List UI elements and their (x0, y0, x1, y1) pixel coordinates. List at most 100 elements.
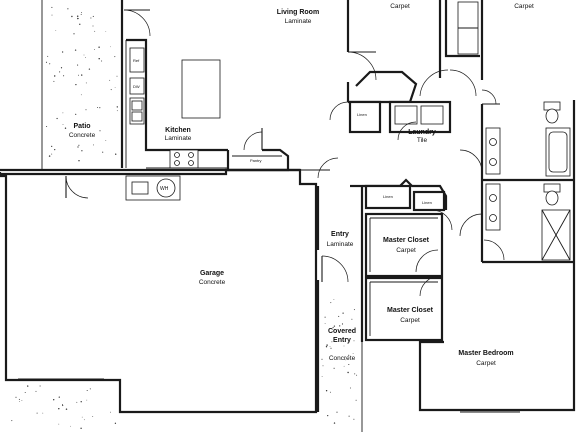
concrete-speck (59, 71, 61, 73)
concrete-speck (74, 49, 77, 51)
covered-entry-material: Concrete (329, 355, 356, 362)
concrete-speck (92, 416, 94, 417)
concrete-speck (62, 124, 64, 125)
washer (394, 105, 418, 125)
master-bedroom-material: Carpet (476, 360, 496, 367)
living-room-area: Living Room Laminate (277, 0, 377, 179)
concrete-speck (114, 422, 117, 424)
concrete-speck (86, 389, 88, 392)
concrete-speck (352, 353, 354, 354)
concrete-speck (98, 57, 100, 60)
linen-closet-3 (412, 190, 446, 212)
concrete-speck (86, 399, 88, 401)
laundry-material: Tile (417, 137, 428, 144)
concrete-speck (21, 400, 23, 401)
concrete-speck (53, 399, 55, 401)
kitchen-island (181, 59, 221, 119)
patio-concrete-texture (45, 6, 118, 162)
concrete-speck (63, 75, 65, 77)
water-heater (156, 178, 176, 198)
linen-closet-1 (348, 100, 382, 134)
master-closet-2-material: Carpet (400, 317, 420, 324)
concrete-speck (62, 112, 64, 114)
living-room-name: Living Room (277, 9, 319, 16)
concrete-speck (105, 140, 107, 142)
concrete-speck (62, 404, 64, 407)
dishwasher-label: DW (133, 84, 140, 89)
concrete-speck (354, 373, 356, 375)
concrete-speck (61, 51, 64, 53)
concrete-speck (114, 86, 116, 88)
concrete-speck (78, 160, 80, 162)
concrete-speck (65, 408, 68, 410)
concrete-speck (36, 412, 38, 414)
concrete-speck (97, 107, 99, 108)
kitchen-material: Laminate (165, 135, 192, 142)
hall-bathroom (459, 100, 576, 270)
concrete-speck (101, 60, 103, 62)
concrete-speck (55, 30, 57, 32)
concrete-speck (92, 25, 94, 27)
master-closet-1-material: Carpet (396, 247, 416, 254)
concrete-speck (321, 358, 323, 360)
concrete-speck (51, 145, 53, 147)
concrete-speck (88, 68, 91, 70)
concrete-speck (355, 399, 357, 401)
concrete-speck (49, 63, 51, 65)
covered-entry-name: Covered (328, 328, 356, 335)
concrete-speck (15, 396, 17, 398)
concrete-speck (80, 427, 82, 429)
concrete-speck (324, 316, 326, 318)
concrete-speck (35, 390, 37, 392)
concrete-speck (83, 54, 85, 56)
concrete-speck (349, 387, 351, 389)
master-closet-2-name: Master Closet (387, 307, 434, 314)
concrete-speck (77, 17, 79, 20)
concrete-speck (93, 144, 94, 146)
bedrooms-top: Carpet Carpet (348, 0, 534, 105)
concrete-speck (75, 113, 77, 115)
garage-material: Concrete (199, 279, 226, 286)
concrete-speck (39, 385, 41, 387)
concrete-speck (24, 392, 26, 393)
concrete-speck (27, 385, 29, 387)
concrete-speck (79, 23, 81, 25)
patio-name: Patio (73, 123, 90, 130)
garage-area: WH Garage Concrete (0, 168, 318, 429)
covered-entry-name-line2: Entry (333, 337, 351, 344)
concrete-speck (62, 404, 64, 405)
concrete-speck (333, 367, 335, 369)
concrete-speck (321, 376, 323, 377)
concrete-speck (42, 412, 44, 414)
concrete-speck (60, 67, 63, 69)
concrete-speck (47, 55, 49, 57)
concrete-speck (114, 56, 116, 58)
concrete-speck (322, 365, 324, 367)
concrete-speck (116, 75, 118, 77)
concrete-speck (353, 340, 355, 342)
concrete-speck (73, 33, 75, 35)
concrete-speck (89, 388, 91, 390)
pantry-label: Pantry (250, 158, 262, 163)
concrete-speck (109, 79, 111, 81)
concrete-speck (77, 64, 79, 66)
concrete-speck (51, 153, 53, 155)
concrete-speck (110, 411, 112, 413)
concrete-speck (324, 323, 326, 324)
concrete-speck (81, 416, 83, 418)
concrete-speck (342, 312, 344, 314)
concrete-speck (78, 74, 79, 76)
concrete-speck (110, 46, 111, 48)
patio-material: Concrete (69, 132, 96, 139)
concrete-speck (76, 401, 78, 403)
linen-1-label: Linen (357, 112, 367, 117)
concrete-speck (333, 299, 335, 300)
concrete-speck (330, 302, 332, 304)
concrete-speck (110, 89, 112, 91)
concrete-speck (353, 418, 355, 420)
concrete-speck (333, 422, 336, 424)
concrete-speck (85, 82, 87, 84)
concrete-speck (348, 354, 350, 356)
concrete-speck (85, 109, 87, 111)
entry-area: Entry Laminate (316, 184, 362, 412)
